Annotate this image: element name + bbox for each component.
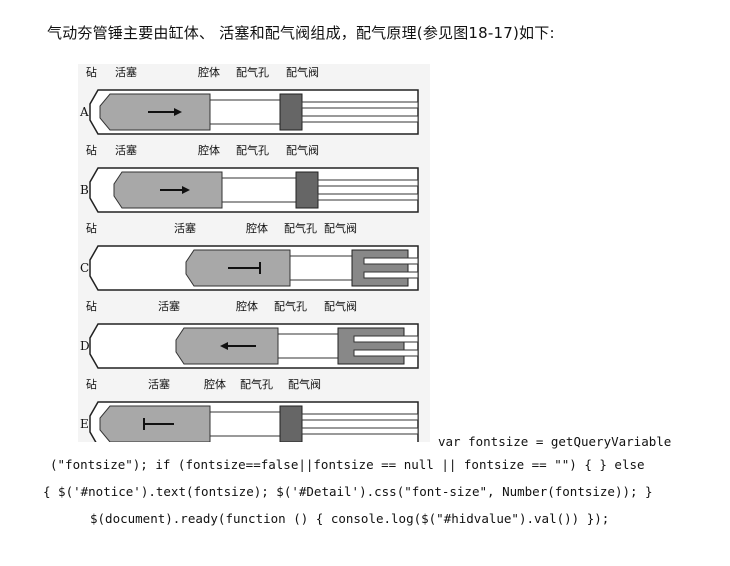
label-anvil: 砧 [86, 65, 97, 79]
label-chamber: 腔体 [198, 65, 220, 79]
label-piston: 活塞 [148, 377, 170, 391]
label-air-hole: 配气孔 [274, 299, 307, 313]
label-valve: 配气阀 [324, 221, 357, 235]
label-piston: 活塞 [158, 299, 180, 313]
pipe-hammer-figure: A 砧 活塞 腔体 配气孔 配气阀 B 砧 活塞 腔体 配气孔 配气阀 C 砧 … [78, 64, 430, 442]
row-letter-b: B [80, 183, 89, 197]
code-line-1: var fontsize = getQueryVariable [438, 434, 672, 449]
label-anvil: 砧 [86, 299, 97, 313]
figure-row-a: A 砧 活塞 腔体 配气孔 配气阀 [79, 65, 419, 135]
label-air-hole: 配气孔 [236, 143, 269, 157]
code-line-4: $(document).ready(function () { console.… [90, 511, 610, 526]
figure-row-e: E 砧 活塞 腔体 配气孔 配气阀 [80, 377, 419, 442]
label-anvil: 砧 [86, 377, 97, 391]
code-line-3: { $('#notice').text(fontsize); $('#Detai… [43, 484, 653, 499]
label-piston: 活塞 [115, 143, 137, 157]
label-piston: 活塞 [115, 65, 137, 79]
label-air-hole: 配气孔 [284, 221, 317, 235]
label-anvil: 砧 [86, 221, 97, 235]
figure-row-d: D 砧 活塞 腔体 配气孔 配气阀 [80, 299, 419, 369]
label-valve: 配气阀 [286, 65, 319, 79]
label-piston: 活塞 [174, 221, 196, 235]
label-chamber: 腔体 [236, 299, 258, 313]
row-letter-a: A [79, 105, 89, 119]
label-valve: 配气阀 [286, 143, 319, 157]
row-letter-e: E [80, 417, 89, 431]
label-valve: 配气阀 [288, 377, 321, 391]
row-letter-c: C [80, 261, 89, 275]
code-line-2: ("fontsize"); if (fontsize==false||fonts… [50, 457, 645, 472]
row-letter-d: D [80, 339, 90, 353]
label-air-hole: 配气孔 [240, 377, 273, 391]
label-air-hole: 配气孔 [236, 65, 269, 79]
figure-row-c: C 砧 活塞 腔体 配气孔 配气阀 [80, 221, 419, 291]
intro-paragraph: 气动夯管锤主要由缸体、 活塞和配气阀组成，配气原理(参见图18-17)如下: [47, 24, 555, 42]
label-valve: 配气阀 [324, 299, 357, 313]
label-anvil: 砧 [86, 143, 97, 157]
figure-row-b: B 砧 活塞 腔体 配气孔 配气阀 [80, 143, 419, 213]
label-chamber: 腔体 [198, 143, 220, 157]
label-chamber: 腔体 [246, 221, 268, 235]
label-chamber: 腔体 [204, 377, 226, 391]
